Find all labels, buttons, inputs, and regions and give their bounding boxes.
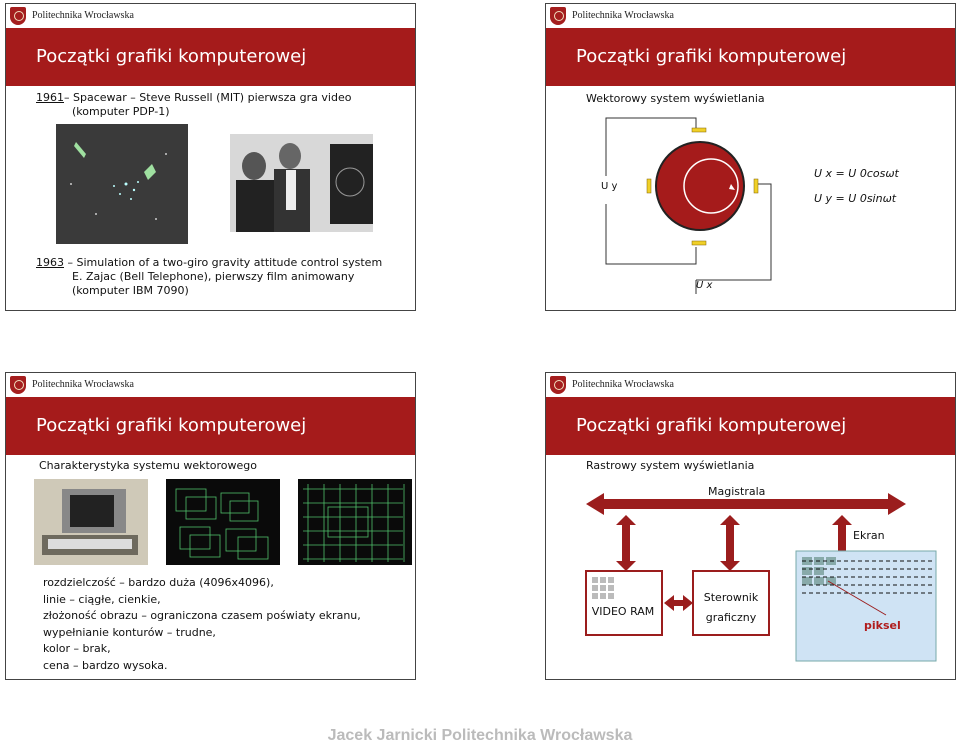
- crest-icon: [550, 376, 566, 394]
- slide-subtitle: Wektorowy system wyświetlania: [586, 92, 765, 105]
- slide-4: Politechnika Wrocławska Początki grafiki…: [545, 372, 956, 680]
- spacewar-photo: [56, 124, 188, 244]
- bus-label: Magistrala: [708, 485, 766, 498]
- wireframe-photo-1: [166, 479, 280, 565]
- university-name: Politechnika Wrocławska: [572, 379, 674, 390]
- line-zajac: E. Zajac (Bell Telephone), pierwszy film…: [72, 270, 355, 283]
- slide-2: Politechnika Wrocławska Początki grafiki…: [545, 3, 956, 311]
- slide-1: Politechnika Wrocławska Początki grafiki…: [5, 3, 416, 311]
- slide-subtitle: Rastrowy system wyświetlania: [586, 459, 755, 472]
- footer-text: Jacek Jarnicki Politechnika Wrocławska: [327, 727, 633, 744]
- logo-bar: Politechnika Wrocławska: [546, 4, 955, 28]
- title-band: Początki grafiki komputerowej: [6, 397, 415, 455]
- screen-label: Ekran: [853, 529, 885, 542]
- vram-label: VIDEO RAM: [591, 605, 655, 618]
- crest-icon: [10, 376, 26, 394]
- title-band: Początki grafiki komputerowej: [6, 28, 415, 86]
- crest-icon: [550, 7, 566, 25]
- controller-label: Sterownik graficzny: [703, 591, 759, 624]
- university-name: Politechnika Wrocławska: [572, 10, 674, 21]
- characteristics-list: rozdzielczość – bardzo duża (4096x4096),…: [43, 575, 361, 674]
- raster-system-diagram: [585, 493, 937, 662]
- title-band: Początki grafiki komputerowej: [546, 28, 955, 86]
- crest-icon: [10, 7, 26, 25]
- uy-label: U y: [601, 181, 618, 192]
- equation-uy: U y = U 0sinωt: [814, 192, 897, 205]
- pixel-label: piksel: [864, 619, 901, 632]
- list-item: linie – ciągłe, cienkie,: [43, 592, 161, 606]
- logo-bar: Politechnika Wrocławska: [6, 373, 415, 397]
- ux-label: U x: [696, 280, 713, 291]
- list-item: kolor – brak,: [43, 642, 111, 655]
- slide-title: Początki grafiki komputerowej: [576, 415, 847, 436]
- equation-ux: U x = U 0cosωt: [814, 167, 899, 180]
- line-1963: 1963 – Simulation of a two-giro gravity …: [36, 256, 383, 269]
- vector-crt-diagram: [605, 117, 772, 294]
- slide-title: Początki grafiki komputerowej: [36, 415, 307, 436]
- slide-title: Początki grafiki komputerowej: [36, 46, 307, 67]
- slide-3: Politechnika Wrocławska Początki grafiki…: [5, 372, 416, 680]
- logo-bar: Politechnika Wrocławska: [6, 4, 415, 28]
- logo-bar: Politechnika Wrocławska: [546, 373, 955, 397]
- line-1961: 1961– Spacewar – Steve Russell (MIT) pie…: [36, 91, 352, 104]
- university-name: Politechnika Wrocławska: [32, 10, 134, 21]
- list-item: cena – bardzo wysoka.: [43, 658, 168, 672]
- slide-title: Początki grafiki komputerowej: [576, 46, 847, 67]
- terminal-photo: [34, 479, 148, 565]
- list-item: rozdzielczość – bardzo duża (4096x4096),: [43, 576, 274, 589]
- line-ibm: (komputer IBM 7090): [72, 284, 189, 297]
- list-item: wypełnianie konturów – trudne,: [43, 625, 216, 639]
- university-name: Politechnika Wrocławska: [32, 379, 134, 390]
- wireframe-photo-2: [298, 479, 412, 565]
- slide-subtitle: Charakterystyka systemu wektorowego: [39, 459, 258, 472]
- list-item: złożoność obrazu – ograniczona czasem po…: [43, 609, 361, 622]
- title-band: Początki grafiki komputerowej: [546, 397, 955, 455]
- line-pdp1: (komputer PDP-1): [72, 105, 170, 118]
- scientists-photo: [230, 134, 373, 232]
